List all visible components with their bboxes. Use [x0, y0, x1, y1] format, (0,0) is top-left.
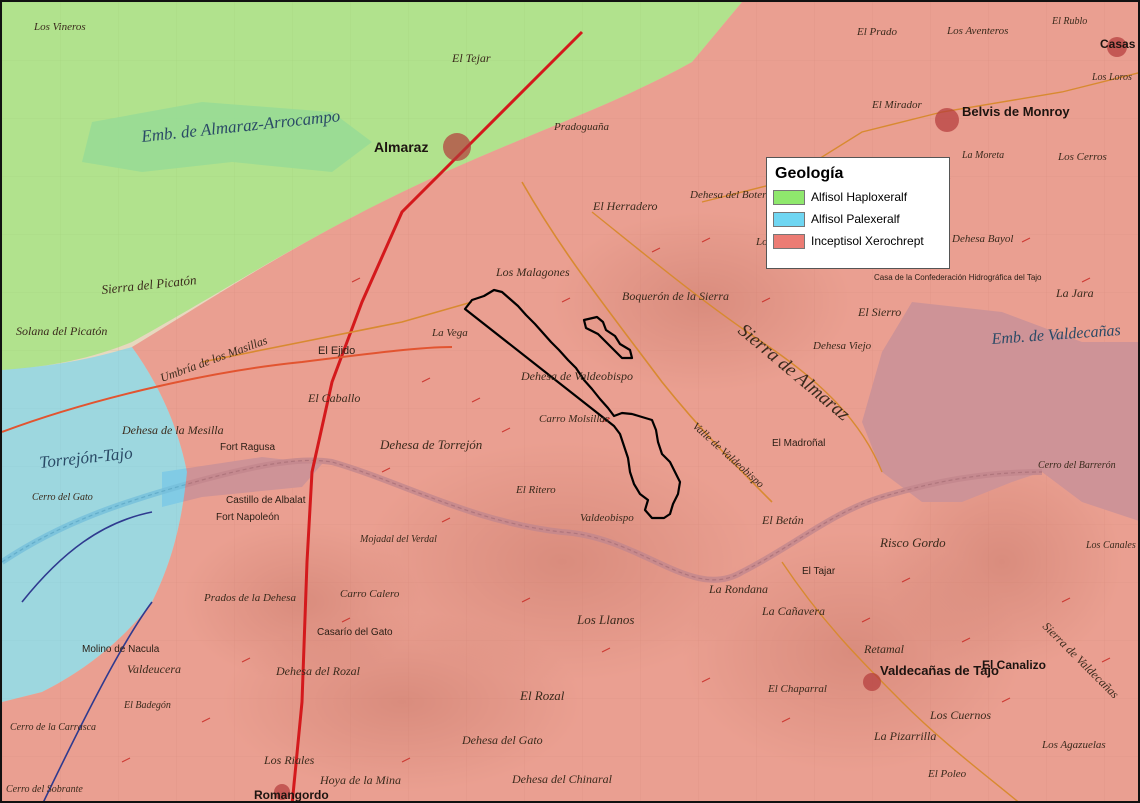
label-cerro-barreron: Cerro del Barrerón	[1038, 460, 1116, 471]
legend: Geología Alfisol Haploxeralf Alfisol Pal…	[766, 157, 950, 269]
label-almaraz: Almaraz	[374, 139, 428, 155]
legend-label-xerochrept: Inceptisol Xerochrept	[811, 234, 924, 248]
label-dehesa-torrejon: Dehesa de Torrejón	[379, 437, 482, 452]
label-los-loros: Los Loros	[1091, 72, 1132, 83]
label-los-agazuelas: Los Agazuelas	[1041, 739, 1106, 751]
soil-haploxeralf-area[interactable]	[2, 2, 742, 370]
label-prados-dehesa: Prados de la Dehesa	[203, 592, 296, 604]
label-la-canavera: La Cañavera	[761, 604, 825, 618]
label-cerro-sobrante: Cerro del Sobrante	[6, 784, 83, 795]
label-boqueron: Boquerón de la Sierra	[622, 289, 729, 303]
label-casa-confederacion: Casa de la Confederación Hidrográfica de…	[874, 273, 1042, 282]
label-el-rozal: El Rozal	[519, 688, 565, 703]
label-carro-calero: Carro Calero	[340, 588, 400, 600]
label-el-caballo: El Caballo	[307, 391, 360, 405]
legend-title: Geología	[775, 165, 844, 182]
label-pradoguana: Pradoguaña	[553, 121, 610, 133]
roads	[2, 30, 1138, 801]
label-la-moreta: La Moreta	[961, 150, 1004, 161]
label-el-prado: El Prado	[856, 26, 898, 38]
label-dehesa-rozal: Dehesa del Rozal	[275, 664, 361, 678]
label-el-chaparral: El Chaparral	[767, 683, 827, 695]
label-la-rondana: La Rondana	[708, 582, 768, 596]
label-retamal: Retamal	[863, 642, 905, 656]
label-dehesa-viejo: Dehesa Viejo	[812, 340, 872, 352]
label-el-madronal: El Madroñal	[772, 438, 825, 449]
label-hoya-mina: Hoya de la Mina	[319, 773, 401, 787]
label-dehesa-chinaral: Dehesa del Chinaral	[511, 772, 613, 786]
settlements	[274, 37, 1127, 800]
label-el-tajar: El Tajar	[802, 566, 836, 577]
label-solana-picaton: Solana del Picatón	[16, 324, 107, 338]
label-la-vega: La Vega	[431, 327, 468, 339]
label-dehesa-bayol: Dehesa Bayol	[951, 233, 1013, 245]
label-dehesa-botero: Dehesa del Botero	[689, 189, 772, 201]
label-fort-ragusa: Fort Ragusa	[220, 442, 275, 453]
label-los-riales: Los Riales	[263, 753, 315, 767]
label-los-cuernos: Los Cuernos	[929, 708, 991, 722]
label-los-cerros: Los Cerros	[1057, 151, 1107, 163]
label-valdeucera: Valdeucera	[127, 662, 181, 676]
legend-item-palexeralf[interactable]: Alfisol Palexeralf	[773, 208, 943, 230]
label-cerro-gato: Cerro del Gato	[32, 492, 93, 503]
legend-item-xerochrept[interactable]: Inceptisol Xerochrept	[773, 230, 943, 252]
legend-swatch-palexeralf	[773, 211, 805, 227]
legend-swatch-haploxeralf	[773, 189, 805, 205]
label-mojadal-verdal: Mojadal del Verdal	[359, 534, 437, 545]
label-casas-gato: Casarío del Gato	[317, 627, 393, 638]
label-los-vineros: Los Vineros	[33, 21, 86, 33]
label-romangordo: Romangordo	[254, 788, 329, 802]
legend-label-palexeralf: Alfisol Palexeralf	[811, 212, 900, 226]
legend-item-haploxeralf[interactable]: Alfisol Haploxeralf	[773, 186, 943, 208]
label-el-ejido: El Ejido	[318, 345, 355, 357]
label-los-canales: Los Canales	[1085, 540, 1136, 551]
label-los-llanos: Los Llanos	[576, 612, 634, 627]
label-el-ritero: El Ritero	[515, 484, 556, 496]
label-casas: Casas de	[1100, 37, 1140, 51]
soil-palexeralf-area[interactable]	[2, 347, 187, 702]
label-valdecanas-tajo: Valdecañas de Tajo	[880, 663, 999, 678]
label-el-mirador: El Mirador	[871, 99, 923, 111]
label-castillo: Castillo de Albalat	[226, 495, 306, 506]
label-el-herradero: El Herradero	[592, 199, 658, 213]
label-los-malagones: Los Malagones	[495, 265, 570, 279]
label-belvis: Belvis de Monroy	[962, 104, 1070, 119]
label-dehesa-valdeobispo: Dehesa de Valdeobispo	[520, 369, 633, 383]
label-fort-napoleon: Fort Napoleón	[216, 512, 279, 523]
label-el-poleo: El Poleo	[927, 768, 967, 780]
label-el-canalizo: El Canalizo	[982, 658, 1046, 672]
legend-swatch-xerochrept	[773, 233, 805, 249]
label-la-jara: La Jara	[1055, 286, 1094, 300]
label-el-badegon: El Badegón	[123, 700, 171, 711]
label-risco-gordo: Risco Gordo	[879, 535, 946, 550]
label-el-betan: El Betán	[761, 513, 804, 527]
label-el-rublo: El Rublo	[1051, 16, 1087, 27]
legend-label-haploxeralf: Alfisol Haploxeralf	[811, 190, 908, 204]
label-dehesa-gato: Dehesa del Gato	[461, 733, 543, 747]
label-carro-molsillas: Carro Molsillas	[539, 413, 609, 425]
study-area-boundary[interactable]	[463, 288, 682, 520]
label-valdeobispo: Valdeobispo	[580, 512, 634, 524]
label-el-sierro: El Sierro	[857, 305, 901, 319]
label-cerro-carrasca: Cerro de la Carrasca	[10, 722, 96, 733]
label-molino-nacula: Molino de Nacula	[82, 644, 160, 655]
label-la-pizarrilla: La Pizarrilla	[873, 729, 936, 743]
label-los-aventeros: Los Aventeros	[946, 25, 1008, 37]
label-dehesa-mesilla: Dehesa de la Mesilla	[121, 423, 224, 437]
label-el-tejar: El Tejar	[451, 51, 491, 65]
